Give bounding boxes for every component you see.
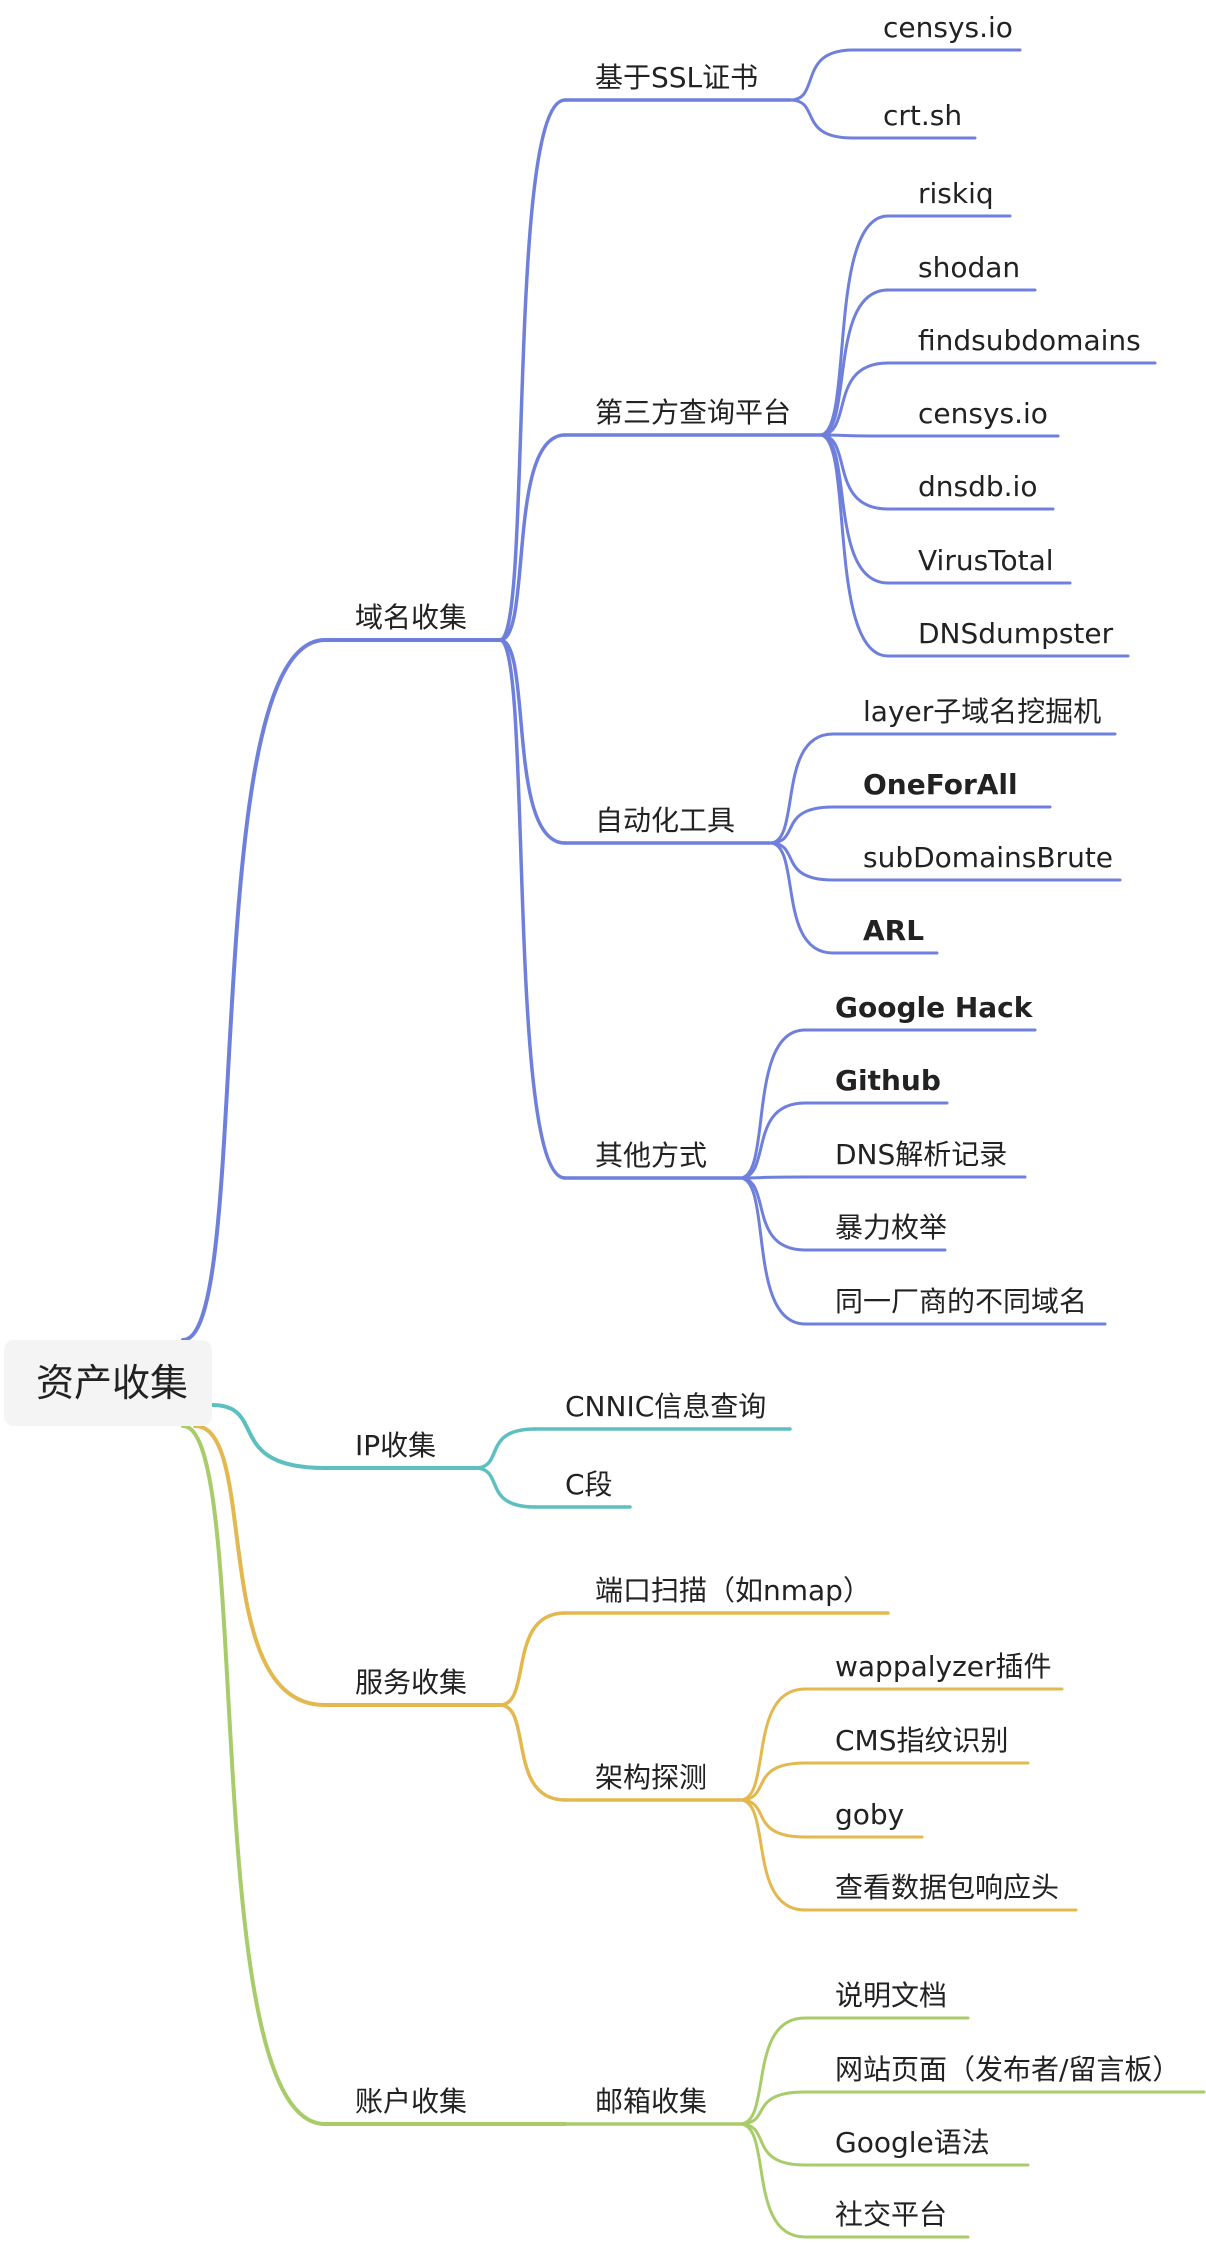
connector-line (473, 1427, 537, 1470)
connector-line (738, 1175, 807, 1180)
connector-line (210, 1403, 327, 1470)
branch-ip[interactable]: IP收集 (355, 1429, 437, 1462)
root-node[interactable] (4, 1340, 212, 1426)
subtopic-node[interactable]: 其他方式 (595, 1139, 708, 1172)
leaf-node[interactable]: dnsdb.io (918, 470, 1038, 503)
connector-line (498, 1703, 567, 1802)
leaf-node[interactable]: censys.io (918, 397, 1048, 430)
leaf-node[interactable]: Google语法 (835, 2126, 990, 2159)
connector-line (498, 1611, 567, 1707)
leaf-node[interactable]: VirusTotal (918, 544, 1054, 577)
leaf-node[interactable]: shodan (918, 251, 1021, 284)
leaf-node[interactable]: subDomainsBrute (863, 841, 1114, 874)
connector-line (181, 1424, 327, 2126)
subtopic-node[interactable]: 架构探测 (595, 1761, 708, 1794)
connector-line (788, 98, 855, 140)
leaf-node[interactable]: 查看数据包响应头 (835, 1871, 1060, 1904)
connector-line (818, 361, 890, 437)
branch-domain[interactable]: 域名收集 (355, 601, 468, 634)
connector-line (738, 1176, 807, 1252)
leaf-node[interactable]: 说明文档 (835, 1979, 948, 2012)
connector-line (738, 1176, 807, 1326)
leaf-node[interactable]: 同一厂商的不同域名 (835, 1285, 1088, 1318)
connector-line (768, 805, 835, 845)
subtopic-node[interactable]: 邮箱收集 (595, 2085, 708, 2118)
connector-line (738, 1798, 807, 1912)
connector-line (193, 1424, 327, 1707)
connector-line (768, 841, 835, 882)
subtopic-node[interactable]: 基于SSL证书 (595, 61, 759, 94)
connector-line (738, 2122, 807, 2239)
leaf-node[interactable]: crt.sh (883, 99, 963, 132)
leaf-node[interactable]: Github (835, 1064, 941, 1097)
connector-line (738, 2090, 807, 2126)
connector-line (818, 288, 890, 437)
connector-line (768, 732, 835, 845)
subtopic-node[interactable]: 第三方查询平台 (595, 396, 792, 429)
leaf-node[interactable]: 暴力枚举 (835, 1211, 948, 1244)
leaf-node[interactable]: layer子域名挖掘机 (863, 695, 1102, 728)
connector-line (738, 1761, 807, 1802)
connector-line (738, 1687, 807, 1802)
leaf-node[interactable]: CMS指纹识别 (835, 1724, 1009, 1757)
subtopic-node[interactable]: 自动化工具 (595, 804, 736, 837)
leaf-node[interactable]: Google Hack (835, 991, 1033, 1024)
branch-service[interactable]: 服务收集 (355, 1666, 468, 1699)
connector-line (498, 98, 567, 642)
leaf-node[interactable]: 网站页面（发布者/留言板） (835, 2053, 1181, 2086)
leaf-node[interactable]: goby (835, 1798, 905, 1831)
leaf-node[interactable]: wappalyzer插件 (835, 1650, 1052, 1683)
leaf-node[interactable]: ARL (863, 914, 925, 947)
connector-line (738, 2016, 807, 2126)
connector-line (738, 1798, 807, 1839)
connector-line (818, 214, 890, 437)
connector-line (788, 48, 855, 102)
connector-line (738, 1028, 807, 1180)
leaf-node[interactable]: C段 (565, 1468, 613, 1501)
connector-line (473, 1466, 537, 1509)
subtopic-node[interactable]: 端口扫描（如nmap） (595, 1574, 871, 1607)
leaf-node[interactable]: findsubdomains (918, 324, 1141, 357)
leaf-node[interactable]: CNNIC信息查询 (565, 1390, 767, 1423)
connector-line (818, 433, 890, 658)
leaf-node[interactable]: riskiq (918, 177, 994, 210)
connector-line (181, 638, 327, 1342)
connector-line (498, 638, 567, 845)
leaf-node[interactable]: 社交平台 (835, 2198, 948, 2231)
leaf-node[interactable]: DNS解析记录 (835, 1138, 1008, 1171)
leaf-node[interactable]: censys.io (883, 11, 1013, 44)
connector-line (818, 433, 890, 438)
connector-line (498, 638, 567, 1180)
connector-line (738, 1101, 807, 1180)
connector-line (738, 2122, 807, 2167)
leaf-node[interactable]: OneForAll (863, 768, 1018, 801)
branch-account[interactable]: 账户收集 (355, 2085, 468, 2118)
leaf-node[interactable]: DNSdumpster (918, 617, 1114, 650)
connector-line (768, 841, 835, 955)
connector-line (818, 433, 890, 511)
root-label: 资产收集 (36, 1361, 189, 1405)
connector-line (498, 433, 567, 642)
